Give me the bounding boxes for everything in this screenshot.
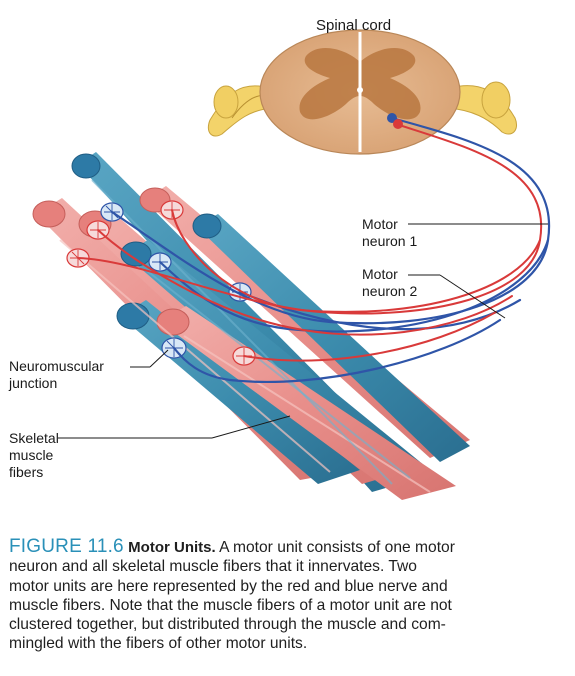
caption-line: muscle fibers. Note that the muscle fibe…	[9, 596, 452, 614]
spinal-cord-label: Spinal cord	[316, 17, 392, 34]
motor-neuron-2-red	[77, 123, 543, 362]
motor-neuron-2-label-line: neuron 2	[362, 283, 418, 299]
motor-neuron-2-label: Motor neuron 2	[362, 266, 417, 300]
neuromuscular-junction-label-line: junction	[9, 375, 58, 391]
neuromuscular-junction-label-line: Neuromuscular	[9, 358, 104, 374]
motor-neuron-1-label-line: Motor	[362, 216, 398, 232]
spinal-cord	[207, 29, 517, 155]
caption-line: motor units are here represented by the …	[9, 577, 448, 595]
motor-neuron-cell-bodies	[387, 113, 403, 129]
caption-text: A motor unit consists of one motor	[215, 539, 455, 556]
motor-neuron-1-label-line: neuron 1	[362, 233, 418, 249]
caption-line: neuron and all skeletal muscle fibers th…	[9, 558, 417, 576]
skeletal-muscle-fibers-label-line: Skeletal	[9, 430, 59, 446]
skeletal-muscle-fibers-label-line: muscle	[9, 447, 54, 463]
motor-neuron-1-label: Motor neuron 1	[362, 216, 417, 250]
leader-lines	[58, 223, 548, 439]
neuromuscular-junction-label: Neuromuscular junction	[9, 358, 104, 392]
caption-line: clustered together, but distributed thro…	[9, 616, 446, 634]
figure-caption: FIGURE 11.6 Motor Units. A motor unit co…	[9, 537, 569, 654]
motor-unit-diagram	[32, 29, 551, 500]
skeletal-muscle-fibers-label-line: fibers	[9, 464, 44, 480]
caption-line: mingled with the fibers of other motor u…	[9, 635, 308, 653]
motor-neuron-2-label-line: Motor	[362, 266, 398, 282]
skeletal-muscle-fibers-label: Skeletal muscle fibers	[9, 430, 59, 481]
figure-title: Motor Units.	[128, 539, 216, 556]
muscle-fiber-blue	[192, 213, 470, 462]
figure-number: FIGURE 11.6	[9, 536, 124, 557]
caption-line: FIGURE 11.6 Motor Units. A motor unit co…	[9, 537, 569, 557]
